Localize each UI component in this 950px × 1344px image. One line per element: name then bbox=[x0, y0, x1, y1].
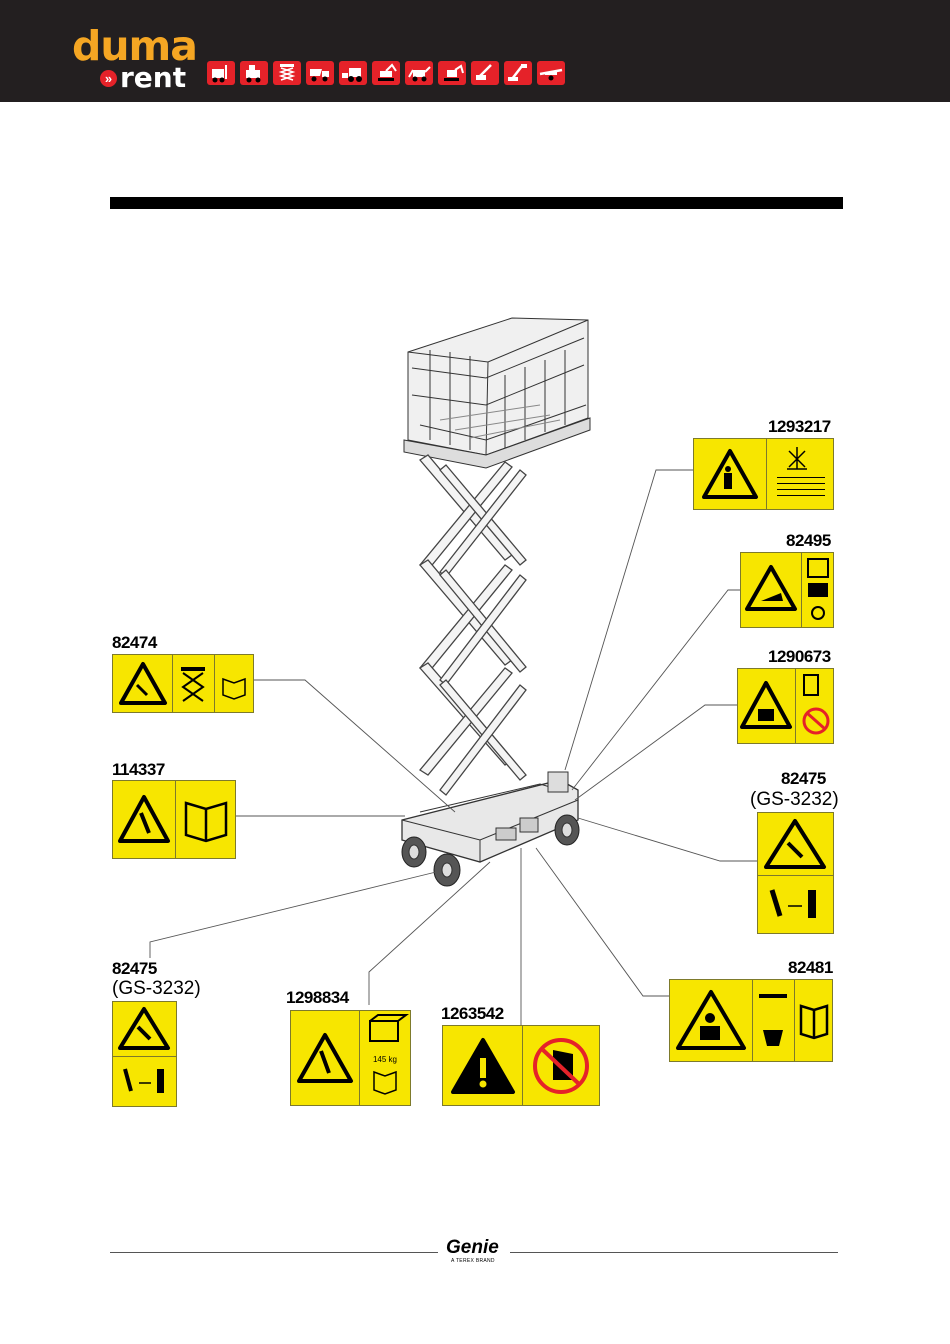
max-load-text: 145 kg bbox=[373, 1055, 397, 1064]
decal-number-1263542: 1263542 bbox=[441, 1004, 504, 1024]
decal-1290673 bbox=[737, 668, 834, 744]
decal-number-1293217: 1293217 bbox=[768, 417, 831, 437]
warning-triangle-icon bbox=[113, 781, 176, 858]
decal-model-82475-left: (GS-3232) bbox=[112, 978, 201, 1000]
crush-hazard-icon bbox=[741, 553, 802, 627]
decal-number-82495: 82495 bbox=[786, 531, 831, 551]
footer-rule-right bbox=[510, 1252, 838, 1253]
keep-clear-icon bbox=[113, 1057, 176, 1112]
load-chart-icon bbox=[767, 439, 833, 509]
footer-rule-left bbox=[110, 1252, 438, 1253]
scissor-lift-symbol-icon bbox=[173, 655, 215, 712]
decal-1298834: 145 kg bbox=[290, 1010, 411, 1106]
crush-feet-icon bbox=[758, 813, 833, 876]
decal-1293217 bbox=[693, 438, 834, 510]
read-manual-icon bbox=[795, 980, 833, 1061]
decal-number-82475-right: 82475 bbox=[781, 769, 826, 789]
decal-1263542 bbox=[442, 1025, 600, 1106]
decal-number-1290673: 1290673 bbox=[768, 647, 831, 667]
warning-triangle-icon bbox=[291, 1011, 360, 1105]
decal-model-82475-right: (GS-3232) bbox=[750, 789, 839, 811]
decal-number-114337: 114337 bbox=[112, 760, 165, 780]
manual-icon bbox=[360, 1064, 410, 1098]
decal-number-82475-left: 82475 bbox=[112, 959, 157, 979]
explosion-hazard-icon bbox=[670, 980, 753, 1061]
no-smoking-acid-icon bbox=[753, 980, 795, 1061]
fall-hazard-icon bbox=[113, 655, 173, 712]
genie-tagline: A TEREX BRAND bbox=[451, 1258, 495, 1264]
decal-number-82474: 82474 bbox=[112, 633, 157, 653]
genie-logo: Genie bbox=[446, 1237, 499, 1259]
manual-book-icon bbox=[215, 655, 253, 712]
battery-explosion-icon bbox=[738, 669, 796, 743]
decal-82495 bbox=[740, 552, 834, 628]
general-warning-icon bbox=[443, 1026, 523, 1105]
warning-triangle-icon bbox=[694, 439, 767, 509]
battery-icon bbox=[802, 553, 834, 627]
decal-82481 bbox=[669, 979, 833, 1062]
decal-82475-right bbox=[757, 812, 834, 934]
load-capacity-panel: 145 kg bbox=[360, 1011, 410, 1105]
decal-82474 bbox=[112, 654, 254, 713]
decal-number-82481: 82481 bbox=[788, 958, 833, 978]
decal-number-1298834: 1298834 bbox=[286, 988, 349, 1008]
read-manual-icon bbox=[176, 781, 236, 858]
load-box-icon bbox=[360, 1011, 410, 1053]
decal-82475-left bbox=[112, 1001, 177, 1107]
no-charging-icon bbox=[796, 669, 834, 743]
keep-clear-icon bbox=[758, 876, 833, 939]
crush-feet-icon bbox=[113, 1002, 176, 1057]
prohibition-hand-icon bbox=[523, 1026, 599, 1105]
decal-114337 bbox=[112, 780, 236, 859]
